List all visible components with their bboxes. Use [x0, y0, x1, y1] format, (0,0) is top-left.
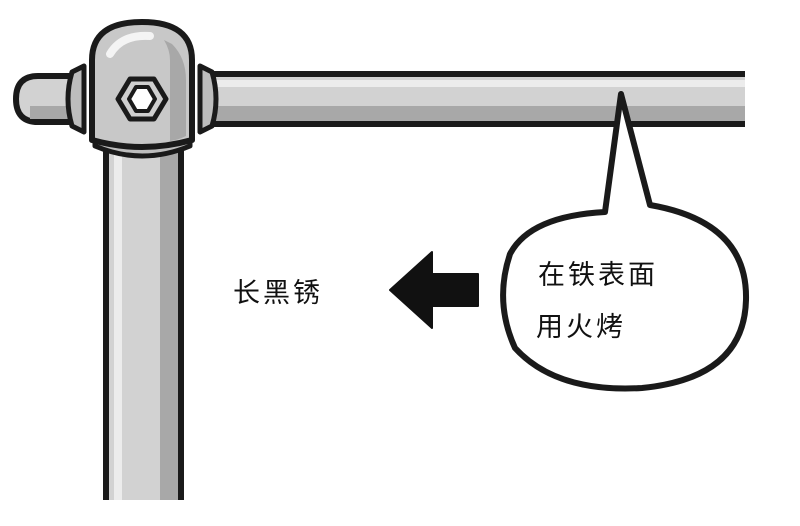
horizontal-pipe	[200, 71, 745, 127]
arrow-left-icon	[389, 251, 479, 329]
speech-bubble	[500, 91, 750, 392]
hex-bolt-icon	[115, 76, 169, 122]
bubble-line-2: 用火烤	[536, 312, 626, 343]
left-pipe-stub	[12, 73, 83, 125]
vertical-pipe	[103, 150, 184, 500]
result-label: 长黑锈	[233, 278, 323, 309]
bubble-line-1: 在铁表面	[538, 260, 658, 291]
